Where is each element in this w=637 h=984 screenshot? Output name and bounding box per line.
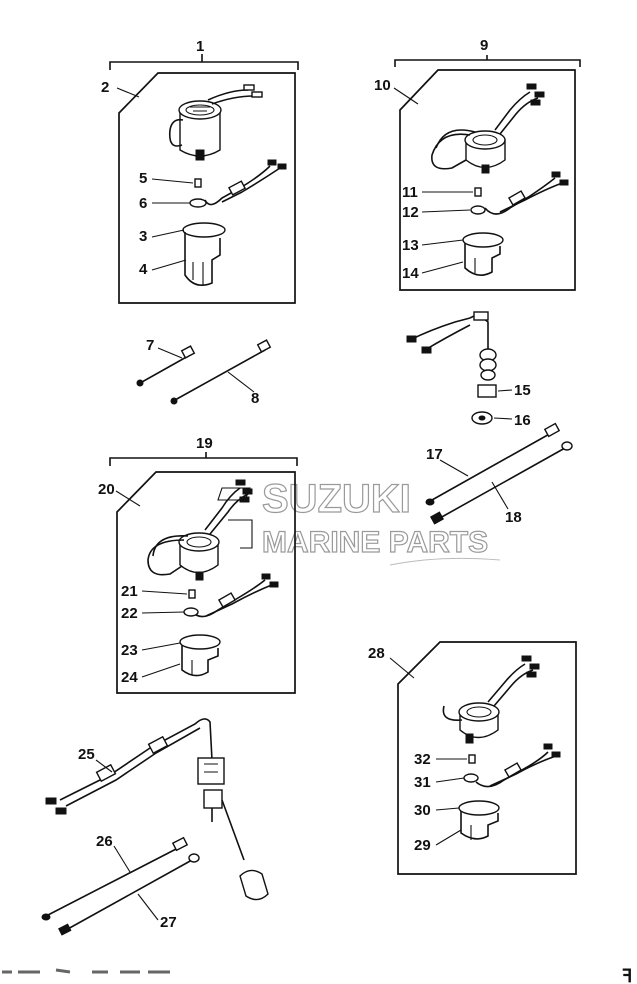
sender-unit-icon (197, 757, 225, 785)
label-11: 11 (402, 184, 418, 201)
socket-icon (183, 607, 199, 617)
group-9: 9 10 11 12 (374, 37, 581, 291)
bracket-clamp-icon (179, 634, 221, 677)
gauge-meter-icon (147, 479, 253, 581)
label-1: 1 (196, 38, 204, 55)
harness-icon (475, 743, 561, 788)
frame-2 (118, 72, 296, 304)
label-9: 9 (480, 37, 488, 54)
frame-20 (116, 471, 296, 694)
label-23: 23 (121, 642, 138, 659)
group-1: 1 2 5 6 (101, 38, 299, 304)
bulb-icon (188, 589, 196, 599)
gauge-meter-icon (168, 84, 263, 161)
bulb-icon (474, 187, 482, 197)
label-26: 26 (96, 833, 113, 850)
footer-code-scribble (2, 968, 170, 974)
label-32: 32 (414, 751, 431, 768)
harness-icon (204, 159, 287, 206)
label-16: 16 (514, 412, 531, 429)
harness-icon (191, 573, 279, 618)
watermark-brand: SUZUKI (262, 477, 411, 521)
corner-mark: ꟻ (622, 966, 632, 984)
group-28: 28 32 31 (368, 641, 577, 875)
connector-icon (473, 311, 489, 321)
harness-icon (484, 171, 569, 215)
sensor-15-16: 15 16 (406, 311, 531, 429)
label-30: 30 (414, 802, 431, 819)
bracket-1 (109, 61, 299, 70)
label-10: 10 (374, 77, 391, 94)
socket-icon (189, 198, 207, 208)
label-25: 25 (78, 746, 95, 763)
watermark: SUZUKI MARINE PARTS (217, 476, 501, 566)
cable-26-27: 26 27 (41, 833, 200, 936)
float-icon (239, 869, 269, 901)
label-29: 29 (414, 837, 431, 854)
bulb-icon (194, 178, 202, 188)
label-24: 24 (121, 669, 138, 686)
label-12: 12 (402, 204, 419, 221)
frame-10 (399, 69, 576, 291)
watermark-line2: MARINE PARTS (262, 526, 488, 559)
bracket-9 (394, 59, 581, 67)
label-17: 17 (426, 446, 443, 463)
label-13: 13 (402, 237, 419, 254)
label-18: 18 (505, 509, 522, 526)
group-19: 19 20 21 22 (98, 435, 298, 694)
socket-icon (470, 205, 486, 215)
bracket-clamp-icon (462, 232, 504, 276)
label-4: 4 (139, 261, 148, 278)
socket-icon (463, 773, 479, 783)
footer: ꟻ (2, 966, 632, 984)
gauge-meter-icon (431, 83, 545, 174)
label-21: 21 (121, 583, 138, 600)
frame-28 (397, 641, 577, 875)
label-15: 15 (514, 382, 531, 399)
cable-7-8: 7 8 (136, 337, 272, 407)
label-2: 2 (101, 79, 109, 96)
label-20: 20 (98, 481, 115, 498)
nut-icon (477, 384, 497, 398)
label-8: 8 (251, 390, 259, 407)
label-3: 3 (139, 228, 147, 245)
bracket-19 (109, 457, 298, 466)
label-22: 22 (121, 605, 138, 622)
cable-17-18: 17 18 (425, 422, 573, 526)
label-19: 19 (196, 435, 213, 452)
bracket-clamp-icon (458, 800, 500, 840)
label-27: 27 (160, 914, 177, 931)
label-28: 28 (368, 645, 385, 662)
label-7: 7 (146, 337, 154, 354)
gauge-meter-icon (442, 655, 540, 744)
label-6: 6 (139, 195, 147, 212)
label-31: 31 (414, 774, 431, 791)
label-14: 14 (402, 265, 419, 282)
bracket-clamp-icon (182, 222, 226, 286)
bulb-icon (468, 754, 476, 764)
harness-25: 25 (45, 718, 269, 901)
label-5: 5 (139, 170, 147, 187)
